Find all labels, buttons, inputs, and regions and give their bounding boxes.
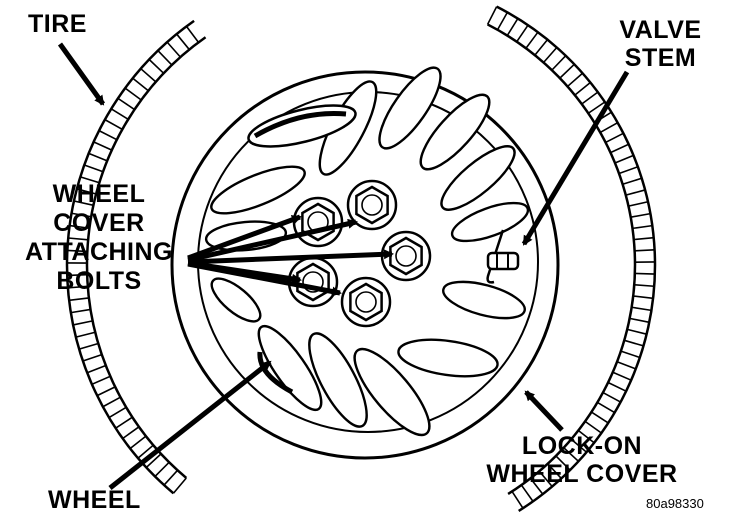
wheel-cover-slots [204,66,530,437]
wheel-cover-slot-7 [397,338,499,378]
wheel-cover-slot-upper-shadow [253,111,347,139]
tire-tread-left [65,19,207,495]
label-valve-stem: VALVE STEM [619,16,702,72]
wheel-cover-slot-4 [440,145,516,211]
figure-code: 80a98330 [646,496,704,511]
attaching-bolt-1 [292,196,344,248]
callout-arrow-5 [187,249,394,265]
wheel-cover-slot-2 [378,66,442,150]
wheel-cover-slot-10 [257,324,323,412]
label-lock-on-wheel-cover: LOCK-ON WHEEL COVER [486,432,678,488]
wheel-cover-slot-6 [442,280,526,320]
callout-arrow-1 [57,42,106,106]
callout-arrow-8 [108,360,272,490]
attaching-bolt-4 [287,256,339,308]
callout-arrow-7 [187,261,342,297]
attaching-bolt-2 [346,179,398,231]
label-wheel-cover-attaching-bolts: WHEEL COVER ATTACHING BOLTS [25,180,173,295]
callout-arrow-4 [187,218,358,263]
attaching-bolt-3 [380,230,432,282]
callout-arrows [57,42,630,490]
wheel-cover-slot-3 [419,93,491,171]
callout-arrow-3 [187,214,302,261]
wheel-cover-slot-5 [450,201,530,243]
tire-tread-right [486,5,657,512]
wheel-cover-slot-13 [210,277,262,323]
wheel-cover-slot-lower-shadow [257,351,294,395]
attaching-bolt-5 [340,276,392,328]
wheel-cover-slot-9 [308,332,368,428]
label-wheel: WHEEL [48,486,141,514]
callout-arrow-9 [524,390,564,432]
callout-arrow-2 [521,70,630,246]
wheel-cover-slot-11 [210,165,306,215]
valve-stem [486,229,520,284]
label-tire: TIRE [28,10,87,38]
wheel-cover-slot-8 [353,347,431,437]
